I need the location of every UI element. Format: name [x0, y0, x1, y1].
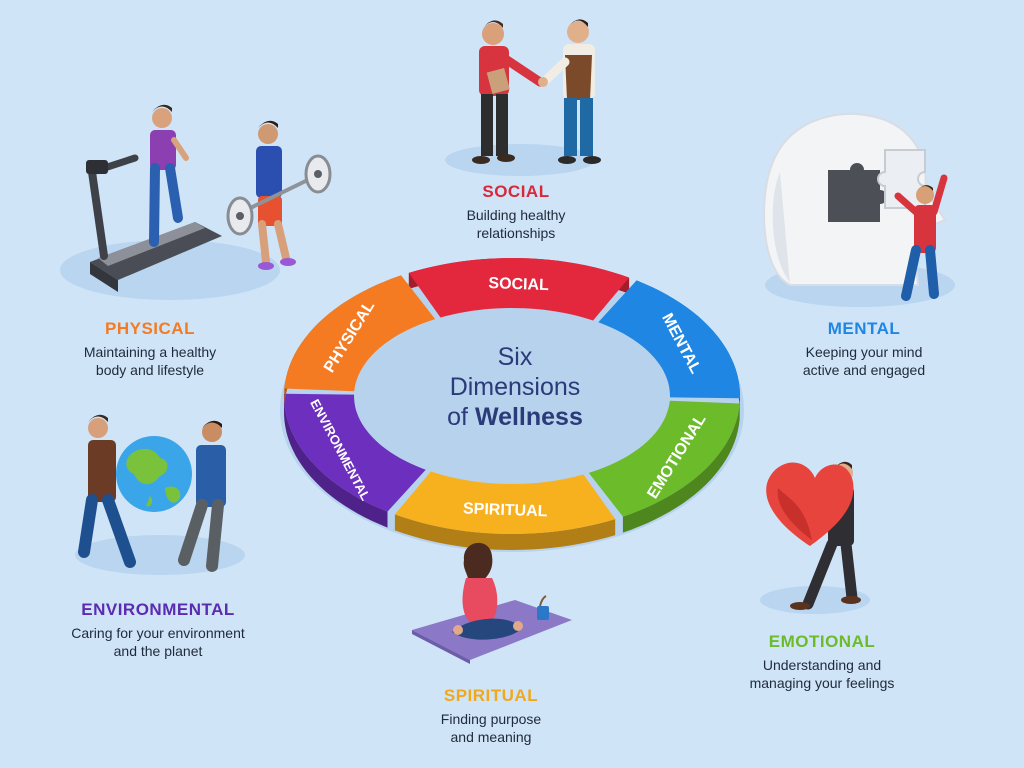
woman-meditating-illustration — [412, 542, 572, 664]
center-title-emphasis: Wellness — [474, 403, 583, 431]
wheel-segment-social: SOCIAL — [408, 258, 630, 321]
center-title-line3: of Wellness — [420, 402, 610, 432]
environmental-caption: ENVIRONMENTAL Caring for your environmen… — [38, 600, 278, 660]
mental-title: MENTAL — [827, 319, 901, 338]
mental-caption: MENTAL Keeping your mind active and enga… — [744, 319, 984, 379]
wheel-segment-face — [408, 258, 630, 321]
physical-description: Maintaining a healthy body and lifestyle — [83, 344, 217, 378]
mental-description: Keeping your mind active and engaged — [802, 344, 926, 378]
environmental-description: Caring for your environment and the plan… — [71, 625, 245, 659]
social-caption: SOCIAL Building healthy relationships — [396, 182, 636, 242]
emotional-description: Understanding and managing your feelings — [749, 657, 895, 691]
center-title-prefix: of — [447, 403, 468, 431]
spiritual-title: SPIRITUAL — [443, 686, 539, 705]
head-puzzle-illustration — [763, 112, 948, 301]
wellness-wheel: SOCIALMENTALEMOTIONALSPIRITUALENVIRONMEN… — [284, 258, 740, 550]
wheel-segment-face — [284, 275, 436, 392]
man-carrying-heart-illustration — [766, 461, 861, 610]
spiritual-caption: SPIRITUAL Finding purpose and meaning — [371, 686, 611, 746]
wheel-segment-face — [588, 400, 740, 517]
center-title: Six Dimensions of Wellness — [420, 342, 610, 432]
wheel-segment-face — [598, 280, 740, 399]
center-title-line2: Dimensions — [449, 373, 581, 401]
two-men-holding-globe-illustration — [78, 414, 226, 572]
wheel-label-social: SOCIAL — [488, 275, 549, 294]
physical-caption: PHYSICAL Maintaining a healthy body and … — [30, 319, 270, 379]
social-title: SOCIAL — [482, 182, 550, 201]
emotional-caption: EMOTIONAL Understanding and managing you… — [702, 632, 942, 692]
weight-plate-icon — [226, 154, 332, 236]
wheel-segment-mental: MENTAL — [598, 280, 740, 415]
wheel-segment-emotional: EMOTIONAL — [588, 400, 740, 533]
spiritual-description: Finding purpose and meaning — [440, 711, 542, 745]
wheel-segment-side — [622, 403, 740, 533]
wheel-segment-side — [394, 514, 616, 550]
center-title-line1: Six — [497, 343, 533, 371]
treadmill-and-weightlifter-illustration — [86, 104, 332, 292]
social-description: Building healthy relationships — [466, 207, 566, 241]
two-men-handshake-illustration — [472, 19, 601, 164]
wheel-segment-face — [394, 471, 616, 534]
physical-title: PHYSICAL — [105, 319, 195, 338]
wheel-segment-side — [284, 393, 388, 528]
wheel-segment-spiritual: SPIRITUAL — [394, 471, 616, 550]
wheel-label-spiritual: SPIRITUAL — [463, 500, 548, 520]
environmental-title: ENVIRONMENTAL — [81, 600, 235, 619]
wheel-segment-face — [284, 393, 426, 512]
puzzle-piece-icon — [828, 149, 926, 222]
emotional-title: EMOTIONAL — [768, 632, 876, 651]
